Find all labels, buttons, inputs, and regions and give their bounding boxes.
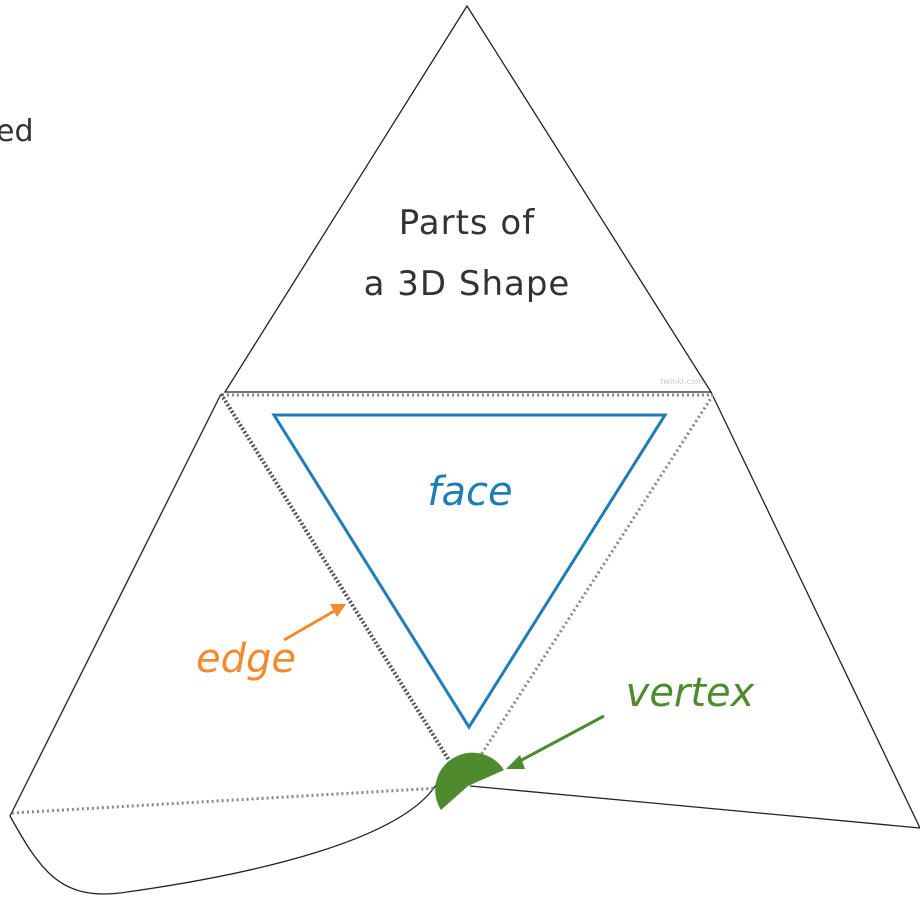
edge-arrow <box>283 608 337 642</box>
vertex-marker <box>435 752 504 810</box>
right-flap-outline <box>469 391 920 829</box>
edge-label: edge <box>196 636 296 682</box>
partial-text: ed <box>0 114 34 149</box>
title-line-2: a 3D Shape <box>364 264 571 304</box>
face-triangle <box>271 413 668 730</box>
left-flap-outline <box>9 393 441 895</box>
top-triangle-flap <box>223 4 713 393</box>
watermark: twinkl.com <box>660 377 704 386</box>
fold-line-right <box>466 394 715 776</box>
highlighted-edge <box>219 392 457 772</box>
vertex-label: vertex <box>626 670 755 716</box>
vertex-arrow <box>517 714 605 764</box>
face-label: face <box>427 469 512 515</box>
edge-arrow-head <box>330 604 346 617</box>
title-line-1: Parts of <box>399 203 535 243</box>
vertex-arrow-head <box>506 755 525 769</box>
fold-line-bottom-left <box>11 786 441 815</box>
